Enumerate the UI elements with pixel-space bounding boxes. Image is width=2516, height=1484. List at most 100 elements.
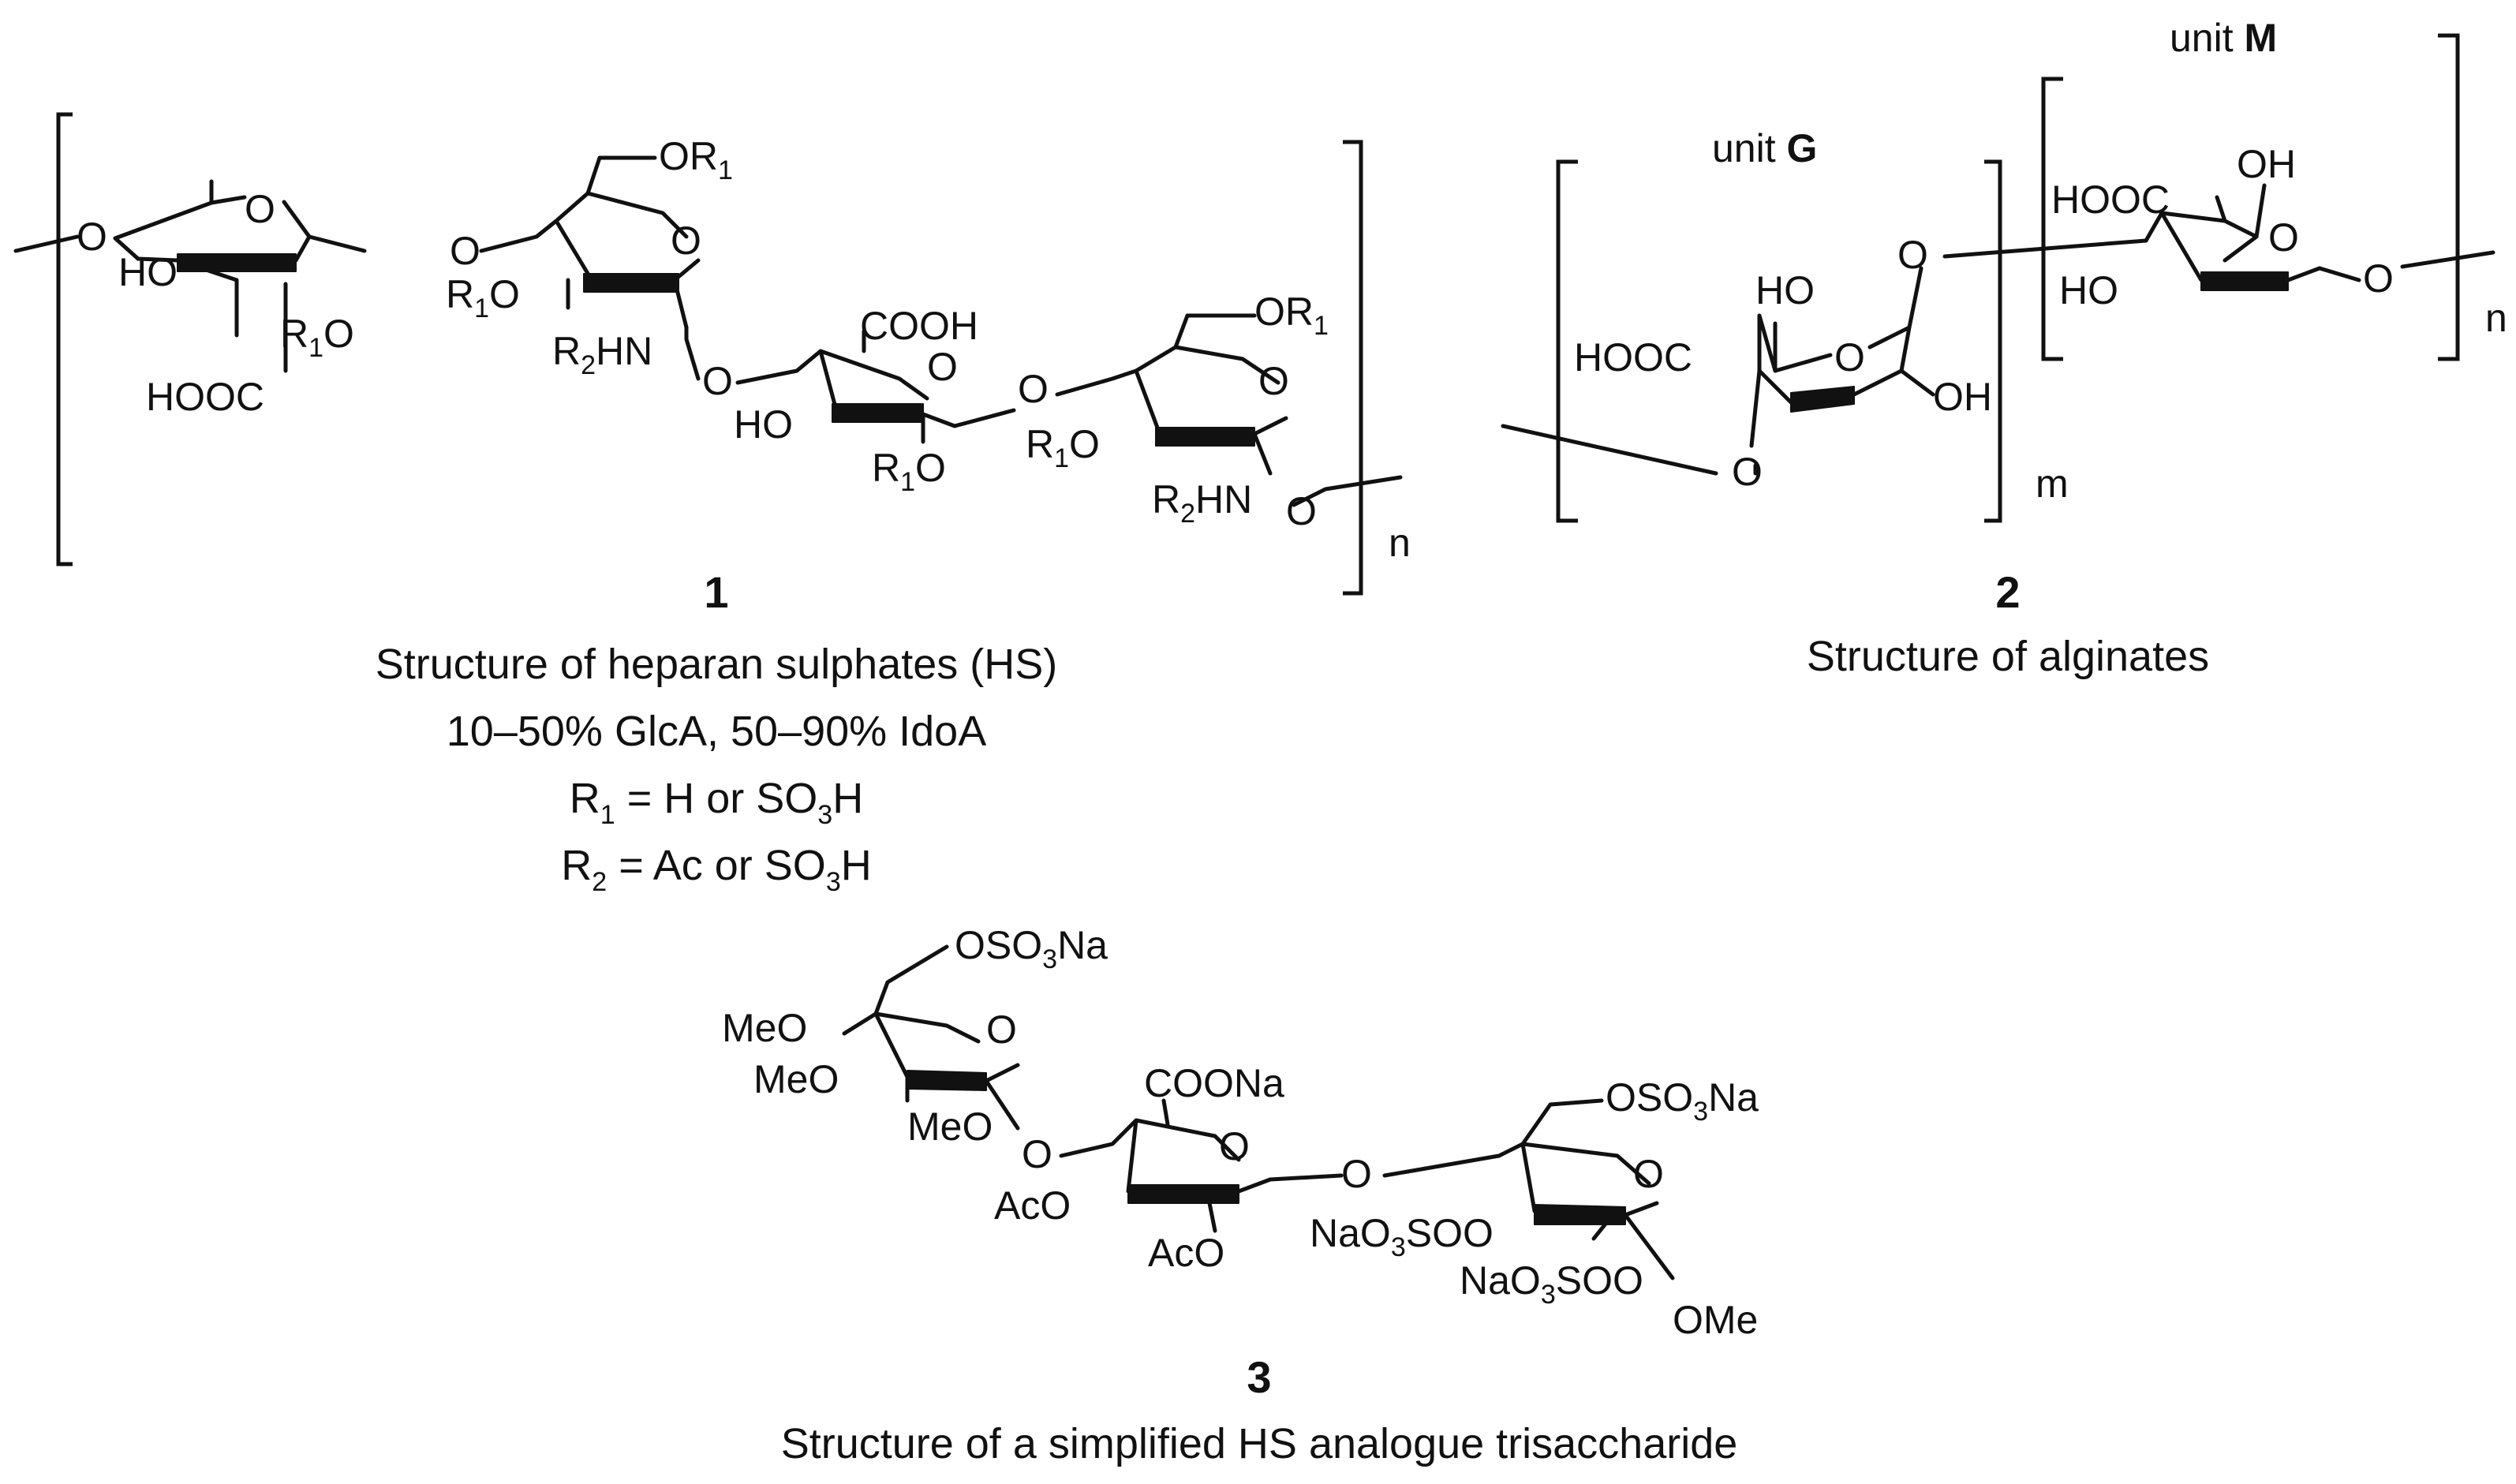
atom-o: O	[1633, 1152, 1664, 1196]
atom-aco: AcO	[994, 1183, 1071, 1228]
bond	[479, 191, 701, 282]
ring-wedge-bond	[1534, 1204, 1626, 1225]
atom-naso: NaO3SOO	[1460, 1258, 1643, 1310]
unit-g-bracket-right	[1984, 159, 2002, 523]
bond	[1942, 238, 2148, 259]
ring-wedge-bond	[2200, 271, 2289, 291]
atom-o: O	[1018, 367, 1049, 411]
atom-o: O	[450, 229, 480, 273]
bond	[684, 325, 701, 381]
atom-ho: HO	[734, 402, 793, 447]
unit-g-label: unit G	[1712, 126, 1817, 170]
atom-meo: MeO	[722, 1006, 807, 1050]
compound-number-3: 3	[1247, 1352, 1271, 1402]
atom-o: O	[671, 219, 701, 263]
atom-oso3na: OSO3Na	[1606, 1075, 1759, 1127]
atom-o: O	[1219, 1124, 1250, 1168]
ring-wedge-bond	[1155, 427, 1255, 447]
atom-naso: NaO3SOO	[1310, 1211, 1494, 1262]
caption-structure-3: Structure of a simplified HS analogue tr…	[781, 1420, 1738, 1467]
bond	[862, 329, 925, 444]
bond	[113, 179, 367, 338]
bond	[1520, 1098, 1675, 1280]
composition-text: 10–50% GlcA, 50–90% IdoA	[447, 708, 986, 755]
atom-o: O	[986, 1007, 1017, 1052]
atom-aco: AcO	[1148, 1231, 1224, 1275]
atom-r1o: R1O	[446, 272, 520, 323]
atom-oso3na: OSO3Na	[955, 923, 1108, 974]
atom-ho: HO	[2059, 268, 2118, 312]
bond	[1173, 313, 1403, 507]
atom-meo: MeO	[753, 1057, 839, 1101]
unit-m-bracket-left	[2041, 77, 2063, 361]
bond	[2400, 250, 2495, 269]
r1-definition: R1 = H or SO3H	[570, 775, 863, 830]
repeat-subscript-n: n	[2485, 296, 2507, 340]
atom-meo: MeO	[907, 1105, 993, 1149]
atom-ome: OMe	[1673, 1298, 1758, 1342]
structure-1-heparan-sulphate: n O O HO R1O HOOC O OR1 O R1O R2HN O COO…	[13, 112, 1411, 897]
atom-oh: OH	[1933, 375, 1992, 419]
ring-wedge-bond	[832, 403, 924, 423]
atom-o: O	[77, 215, 107, 259]
atom-cooh: COOH	[860, 304, 978, 348]
bond	[1161, 1098, 1344, 1233]
compound-number-2: 2	[1995, 567, 2020, 617]
bond	[873, 944, 1020, 1131]
atom-o: O	[1834, 335, 1865, 379]
bond	[1749, 266, 1935, 448]
structure-2-alginate: unit G m unit M n O O HO HOOC OH O HOOC …	[1501, 16, 2507, 680]
atom-o: O	[2363, 256, 2394, 301]
repeat-subscript-n: n	[1389, 521, 1411, 565]
atom-o: O	[1897, 233, 1928, 277]
unit-g-bracket-left	[1556, 159, 1578, 523]
atom-ho: HO	[1755, 268, 1815, 312]
atom-r1o: R1O	[280, 312, 354, 363]
r2-definition: R2 = Ac or SO3H	[561, 842, 871, 897]
bond	[1055, 345, 1288, 436]
atom-o: O	[2268, 215, 2299, 260]
atom-o: O	[1022, 1132, 1052, 1176]
bond	[1501, 424, 1718, 476]
compound-number-1: 1	[704, 567, 728, 617]
atom-r1o: R1O	[1026, 422, 1100, 473]
repeat-bracket-left	[56, 112, 73, 566]
caption-structure-1: Structure of heparan sulphates (HS)	[376, 641, 1057, 688]
atom-o: O	[927, 345, 958, 389]
ring-wedge-bond	[177, 253, 297, 272]
repeat-bracket-right	[1343, 140, 1363, 596]
atom-ho: HO	[118, 250, 178, 294]
unit-m-label: unit M	[2170, 16, 2277, 60]
atom-o: O	[1286, 489, 1317, 533]
atom-hooc: HOOC	[1574, 335, 1692, 379]
ring-wedge-bond	[583, 273, 679, 293]
atom-oh: OH	[2237, 142, 2296, 186]
atom-hooc: HOOC	[2051, 178, 2170, 222]
atom-o: O	[245, 187, 275, 231]
ring-bond	[113, 195, 312, 282]
ring-wedge-bond	[1790, 386, 1855, 413]
repeat-subscript-m: m	[2036, 462, 2069, 506]
atom-or1: OR1	[659, 134, 733, 185]
caption-structure-2: Structure of alginates	[1807, 633, 2209, 680]
bond	[2215, 183, 2361, 282]
ring-bond	[1382, 1142, 1659, 1217]
ring-wedge-bond	[1127, 1184, 1239, 1204]
structure-3-trisaccharide: OSO3Na MeO MeO O MeO O COONa O AcO AcO O…	[722, 923, 1759, 1467]
atom-or1: OR1	[1254, 290, 1329, 341]
atom-o: O	[702, 359, 733, 403]
atom-o: O	[1258, 359, 1289, 403]
atom-o: O	[1341, 1152, 1372, 1196]
bond	[13, 234, 80, 253]
bond	[566, 155, 689, 330]
atom-o: O	[1732, 450, 1763, 494]
atom-r1o: R1O	[872, 446, 946, 497]
atom-coona: COONa	[1144, 1061, 1284, 1105]
unit-m-bracket-right	[2438, 33, 2460, 361]
atom-r2hn: R2HN	[1152, 477, 1252, 529]
bond	[952, 408, 1016, 428]
atom-hooc: HOOC	[146, 375, 264, 419]
atom-r2hn: R2HN	[552, 329, 652, 380]
ring-wedge-bond	[907, 1070, 987, 1091]
